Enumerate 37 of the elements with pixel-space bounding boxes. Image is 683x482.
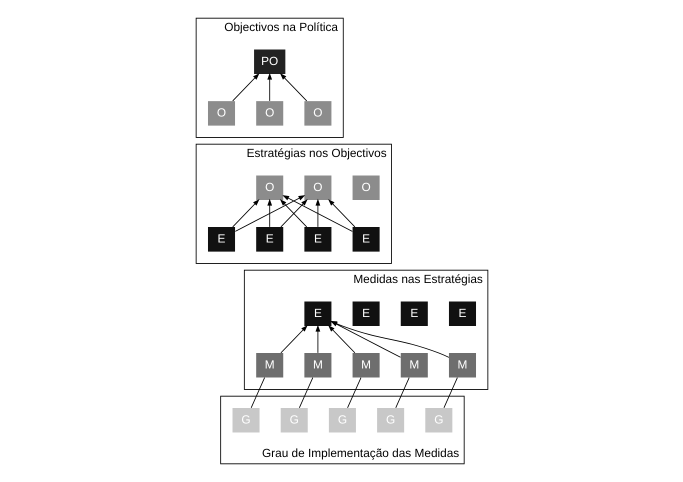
arrow <box>266 198 272 228</box>
node-box: E <box>256 227 283 252</box>
node-box: E <box>448 301 476 326</box>
node-box: O <box>304 175 331 200</box>
node-box: M <box>448 353 476 378</box>
arrow <box>315 198 320 228</box>
arrow <box>232 73 259 102</box>
node-box: PO <box>254 50 285 74</box>
node-box: E <box>207 227 235 252</box>
node-box: E <box>400 301 428 326</box>
connector <box>298 377 313 408</box>
node-box: E <box>352 227 380 252</box>
node-box: O <box>256 175 283 200</box>
node-box: E <box>304 301 331 326</box>
node-box: O <box>207 101 235 126</box>
node-box: M <box>256 353 283 378</box>
node-box: M <box>352 353 380 378</box>
node-box: E <box>304 227 331 252</box>
arrow <box>279 73 307 102</box>
arrow <box>328 325 355 354</box>
arrow <box>315 324 320 354</box>
arrow <box>328 199 355 228</box>
connector <box>394 377 410 408</box>
node-box: O <box>352 175 380 200</box>
connector <box>443 377 458 408</box>
connector <box>250 377 264 408</box>
node-box: E <box>352 301 380 326</box>
arrow <box>280 325 308 354</box>
arrow <box>234 195 305 232</box>
node-box: O <box>256 101 283 126</box>
node-box: M <box>400 353 428 378</box>
connector <box>346 377 361 408</box>
arrow <box>282 195 352 232</box>
node-box: M <box>304 353 331 378</box>
node-box: O <box>304 101 331 126</box>
arrow <box>232 199 259 228</box>
arrow <box>266 72 272 102</box>
